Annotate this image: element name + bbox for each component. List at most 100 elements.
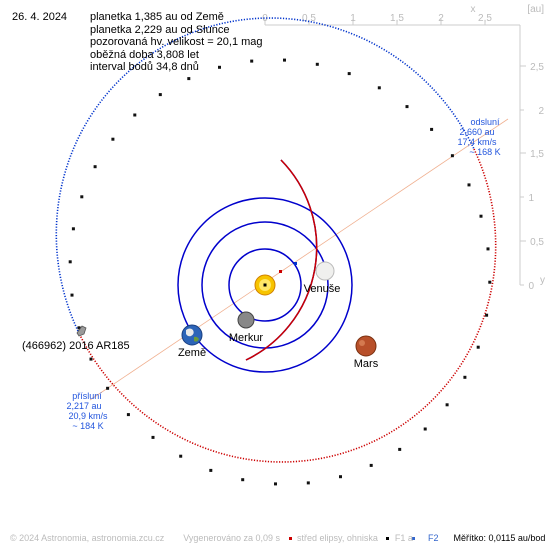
mercury-label: Merkur xyxy=(229,332,264,344)
asteroid-position-point xyxy=(347,72,351,76)
mars-icon xyxy=(355,335,377,357)
asteroid-position-point xyxy=(430,127,434,131)
asteroid-position-point xyxy=(377,86,381,90)
top-tick-5: 2,5 xyxy=(478,13,492,24)
perihelion-distance: 2,217 au xyxy=(66,401,101,411)
asteroid-position-point xyxy=(158,93,162,97)
right-tick-4: 0,5 xyxy=(530,237,544,248)
asteroid-position-point xyxy=(133,113,137,117)
unit-label: [au] xyxy=(527,4,544,15)
info-magnitude: pozorovaná hv. velikost = 20,1 mag xyxy=(90,36,263,48)
asteroid-position-point xyxy=(250,59,254,63)
footer-generated: Vygenerováno za 0,09 s xyxy=(183,533,280,543)
perihelion-temperature: ~ 184 K xyxy=(72,421,103,431)
asteroid-position-point xyxy=(423,427,427,431)
earth-land xyxy=(194,336,199,342)
asteroid-orbit-lower xyxy=(77,148,497,463)
top-tick-1: 0,5 xyxy=(302,13,316,24)
asteroid-position-point xyxy=(488,280,492,284)
asteroid-icon xyxy=(76,325,87,337)
asteroid-position-point xyxy=(283,58,286,62)
footer-copyright: © 2024 Astronomia, astronomia.zcu.cz xyxy=(10,533,165,543)
mars-patch xyxy=(359,340,365,346)
info-sun-distance: planetka 2,229 au od Slunce xyxy=(90,23,230,36)
info-interval: interval bodů 34,8 dnů xyxy=(90,61,199,73)
asteroid-position-point xyxy=(467,183,471,187)
right-tick-2: 1,5 xyxy=(530,149,544,160)
top-tick-4: 2 xyxy=(438,13,444,24)
mercury-icon xyxy=(237,311,255,329)
aphelion-title: odsluní xyxy=(470,117,500,127)
asteroid-position-point xyxy=(306,481,310,485)
footer-f1: F1 a xyxy=(394,533,413,543)
venus-label: Venuše xyxy=(304,283,341,295)
asteroid-position-point xyxy=(463,375,467,379)
footer: © 2024 Astronomia, astronomia.zcu.cz Vyg… xyxy=(10,533,545,543)
right-tick-5: 0 xyxy=(528,281,534,292)
asteroid-position-point xyxy=(187,77,191,81)
y-axis-label: y xyxy=(540,275,545,286)
asteroid-position-point xyxy=(80,195,84,199)
aphelion-temperature: ~ 168 K xyxy=(469,147,500,157)
asteroid-position-point xyxy=(70,293,74,297)
asteroid-position-point xyxy=(218,65,221,69)
asteroid-position-point xyxy=(369,463,373,467)
mars-label: Mars xyxy=(354,358,379,370)
legend-f2-marker xyxy=(412,537,415,540)
right-tick-1: 2 xyxy=(538,106,544,117)
footer-f2: F2 xyxy=(427,533,439,543)
apsis-line xyxy=(89,118,509,401)
asteroid-position-point xyxy=(68,260,72,264)
asteroid-position-point xyxy=(241,478,245,482)
asteroid-position-point xyxy=(486,247,490,251)
asteroid-position-point xyxy=(106,386,110,390)
venus-icon xyxy=(315,261,335,281)
legend-f1-marker xyxy=(386,537,389,540)
earth-cloud xyxy=(186,328,194,337)
asteroid-position-point xyxy=(476,345,480,349)
footer-legend-center: střed elipsy, ohniska xyxy=(297,533,378,543)
asteroid-position-point xyxy=(479,214,483,218)
top-tick-2: 1 xyxy=(350,13,356,24)
perihelion-title: přísluní xyxy=(72,391,102,401)
info-earth-distance: planetka 1,385 au od Země xyxy=(90,11,224,23)
ellipse-center-marker xyxy=(279,270,282,273)
mars-orbit-outer-arc xyxy=(245,159,318,361)
asteroid-position-points xyxy=(68,58,492,486)
focus-f2-marker xyxy=(294,262,297,265)
perihelion-speed: 20,9 km/s xyxy=(68,411,108,421)
asteroid-position-point xyxy=(111,137,115,141)
aphelion-speed: 17,4 km/s xyxy=(457,137,497,147)
aphelion-annotation: odsluní 2,660 au 17,4 km/s ~ 168 K xyxy=(457,117,500,157)
asteroid-position-point xyxy=(445,403,449,407)
asteroid-position-point xyxy=(450,154,454,158)
footer-scale: Měřítko: 0,0115 au/bod xyxy=(453,533,546,543)
info-period: oběžná doba 3,808 let xyxy=(90,48,199,61)
perihelion-annotation: přísluní 2,217 au 20,9 km/s ~ 184 K xyxy=(66,391,108,431)
right-tick-0: 2,5 xyxy=(530,62,544,73)
earth-label: Země xyxy=(178,347,206,359)
asteroid-position-point xyxy=(77,326,81,330)
right-tick-3: 1 xyxy=(528,193,534,204)
right-axis xyxy=(519,25,526,286)
aphelion-distance: 2,660 au xyxy=(459,127,494,137)
asteroid-position-point xyxy=(93,165,97,169)
asteroid-position-point xyxy=(209,468,213,472)
asteroid-position-point xyxy=(485,313,489,317)
x-axis-label: x xyxy=(471,4,476,15)
asteroid-position-point xyxy=(126,413,130,417)
asteroid-position-point xyxy=(405,105,409,109)
asteroid-position-point xyxy=(398,447,402,451)
top-tick-3: 1,5 xyxy=(390,13,404,24)
top-tick-0: 0 xyxy=(262,13,268,24)
asteroid-position-point xyxy=(315,62,319,66)
legend-center-marker xyxy=(289,537,292,540)
asteroid-info: planetka 1,385 au od Země planetka 2,229… xyxy=(90,11,263,74)
asteroid-label: (466962) 2016 AR185 xyxy=(22,340,130,352)
asteroid-position-point xyxy=(179,454,183,458)
asteroid-position-point xyxy=(274,482,277,486)
mars-orbit-inner-arc xyxy=(245,159,318,361)
observation-date: 26. 4. 2024 xyxy=(12,11,68,23)
